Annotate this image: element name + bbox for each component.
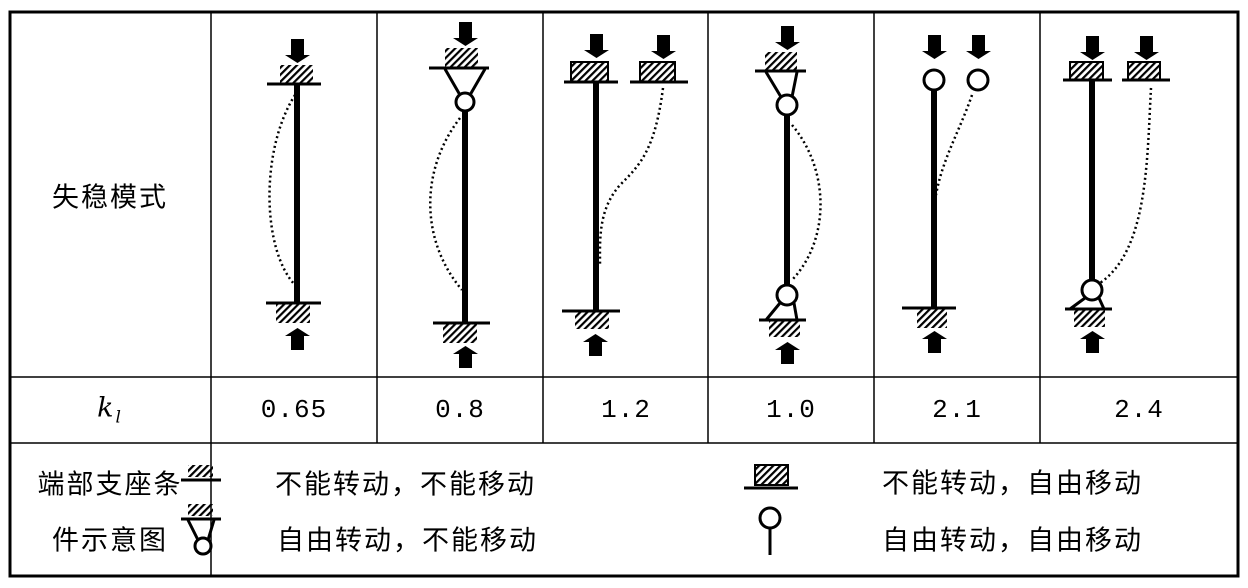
fixed-support-icon <box>181 465 221 482</box>
buckling-diagram-3 <box>562 34 688 356</box>
buckling-diagram-5 <box>902 35 991 353</box>
k-value-1: 0.65 <box>260 395 328 425</box>
legend-label-free: 自由转动，自由移动 <box>882 525 1143 557</box>
table-grid <box>8 10 1240 578</box>
buckling-diagram-1 <box>266 39 321 350</box>
k-symbol: k <box>97 392 116 424</box>
pinned-support-icon <box>181 504 221 556</box>
buckling-diagram-4 <box>755 26 822 364</box>
row-header-support-line2: 件示意图 <box>52 525 168 557</box>
row-header-support-line1: 端部支座条 <box>37 469 183 501</box>
buckling-diagram-2 <box>429 22 490 368</box>
k-value-4: 1.0 <box>766 395 816 425</box>
legend-label-pinned: 自由转动，不能移动 <box>277 525 538 557</box>
load-arrow-up-icon <box>285 328 310 350</box>
buckling-diagram-6 <box>1063 36 1170 353</box>
k-value-6: 2.4 <box>1114 395 1164 425</box>
free-end-icon <box>758 506 782 555</box>
sliding-fixed-support-icon <box>744 464 798 490</box>
k-subscript: l <box>115 407 123 428</box>
k-value-2: 0.8 <box>435 395 485 425</box>
load-arrow-down-icon <box>285 39 310 63</box>
legend-label-fixed: 不能转动，不能移动 <box>275 469 536 501</box>
k-value-5: 2.1 <box>932 395 982 425</box>
legend-label-sliding: 不能转动，自由移动 <box>882 468 1143 500</box>
row-header-k: kl <box>97 392 123 427</box>
row-header-buckling-mode: 失稳模式 <box>52 182 168 214</box>
k-value-3: 1.2 <box>601 395 651 425</box>
